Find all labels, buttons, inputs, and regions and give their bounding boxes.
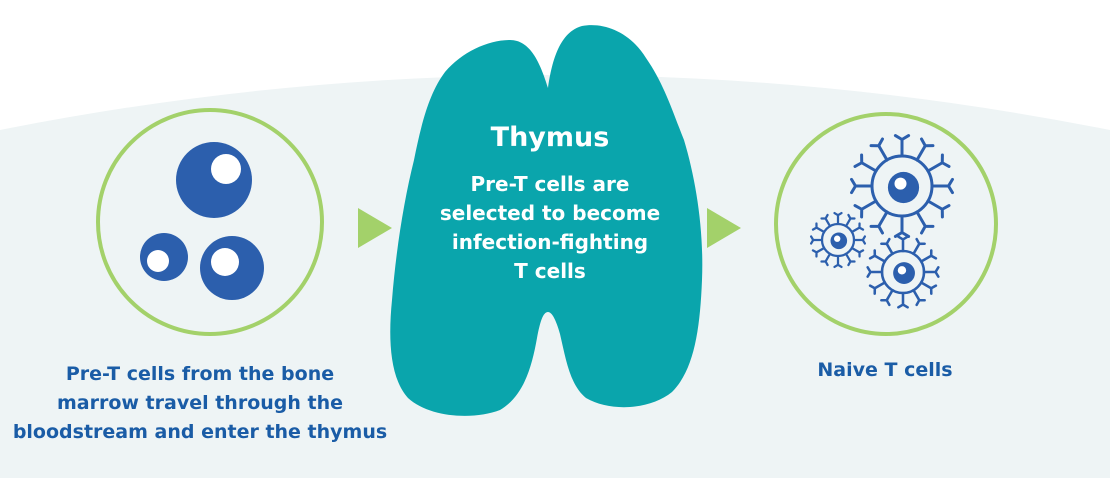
thymus-description-line: infection-fighting (451, 230, 649, 254)
caption-line: marrow travel through the (56, 392, 344, 414)
thymus-title: Thymus (490, 122, 610, 153)
thymus-organ (390, 25, 703, 416)
naive-t-cell (866, 235, 940, 309)
naive-t-cell-icon (809, 134, 954, 309)
pre-t-cell-icon (140, 142, 264, 300)
pre-t-cell-medium (200, 236, 264, 300)
arrow-right-icon (707, 208, 741, 248)
caption-line: Pre-T cells from the bone (65, 363, 335, 385)
pre-t-cells-caption: Pre-T cells from the bone marrow travel … (10, 360, 390, 447)
pre-t-cells-ring (96, 108, 324, 336)
naive-t-cell (809, 211, 867, 269)
thymus-description-line: T cells (514, 259, 586, 283)
naive-t-cells-caption: Naive T cells (817, 359, 953, 381)
caption-line: bloodstream and enter the thymus (12, 421, 388, 443)
arrow-right-icon (358, 208, 392, 248)
pre-t-cell-large (176, 142, 252, 218)
thymus-description-line: selected to become (439, 201, 661, 225)
thymus-description-line: Pre-T cells are (470, 172, 630, 196)
thymus-description: Pre-T cells are selected to become infec… (420, 170, 680, 286)
naive-t-cell (850, 134, 954, 238)
pre-t-cell-small (140, 233, 188, 281)
naive-t-cells-ring (774, 112, 998, 336)
